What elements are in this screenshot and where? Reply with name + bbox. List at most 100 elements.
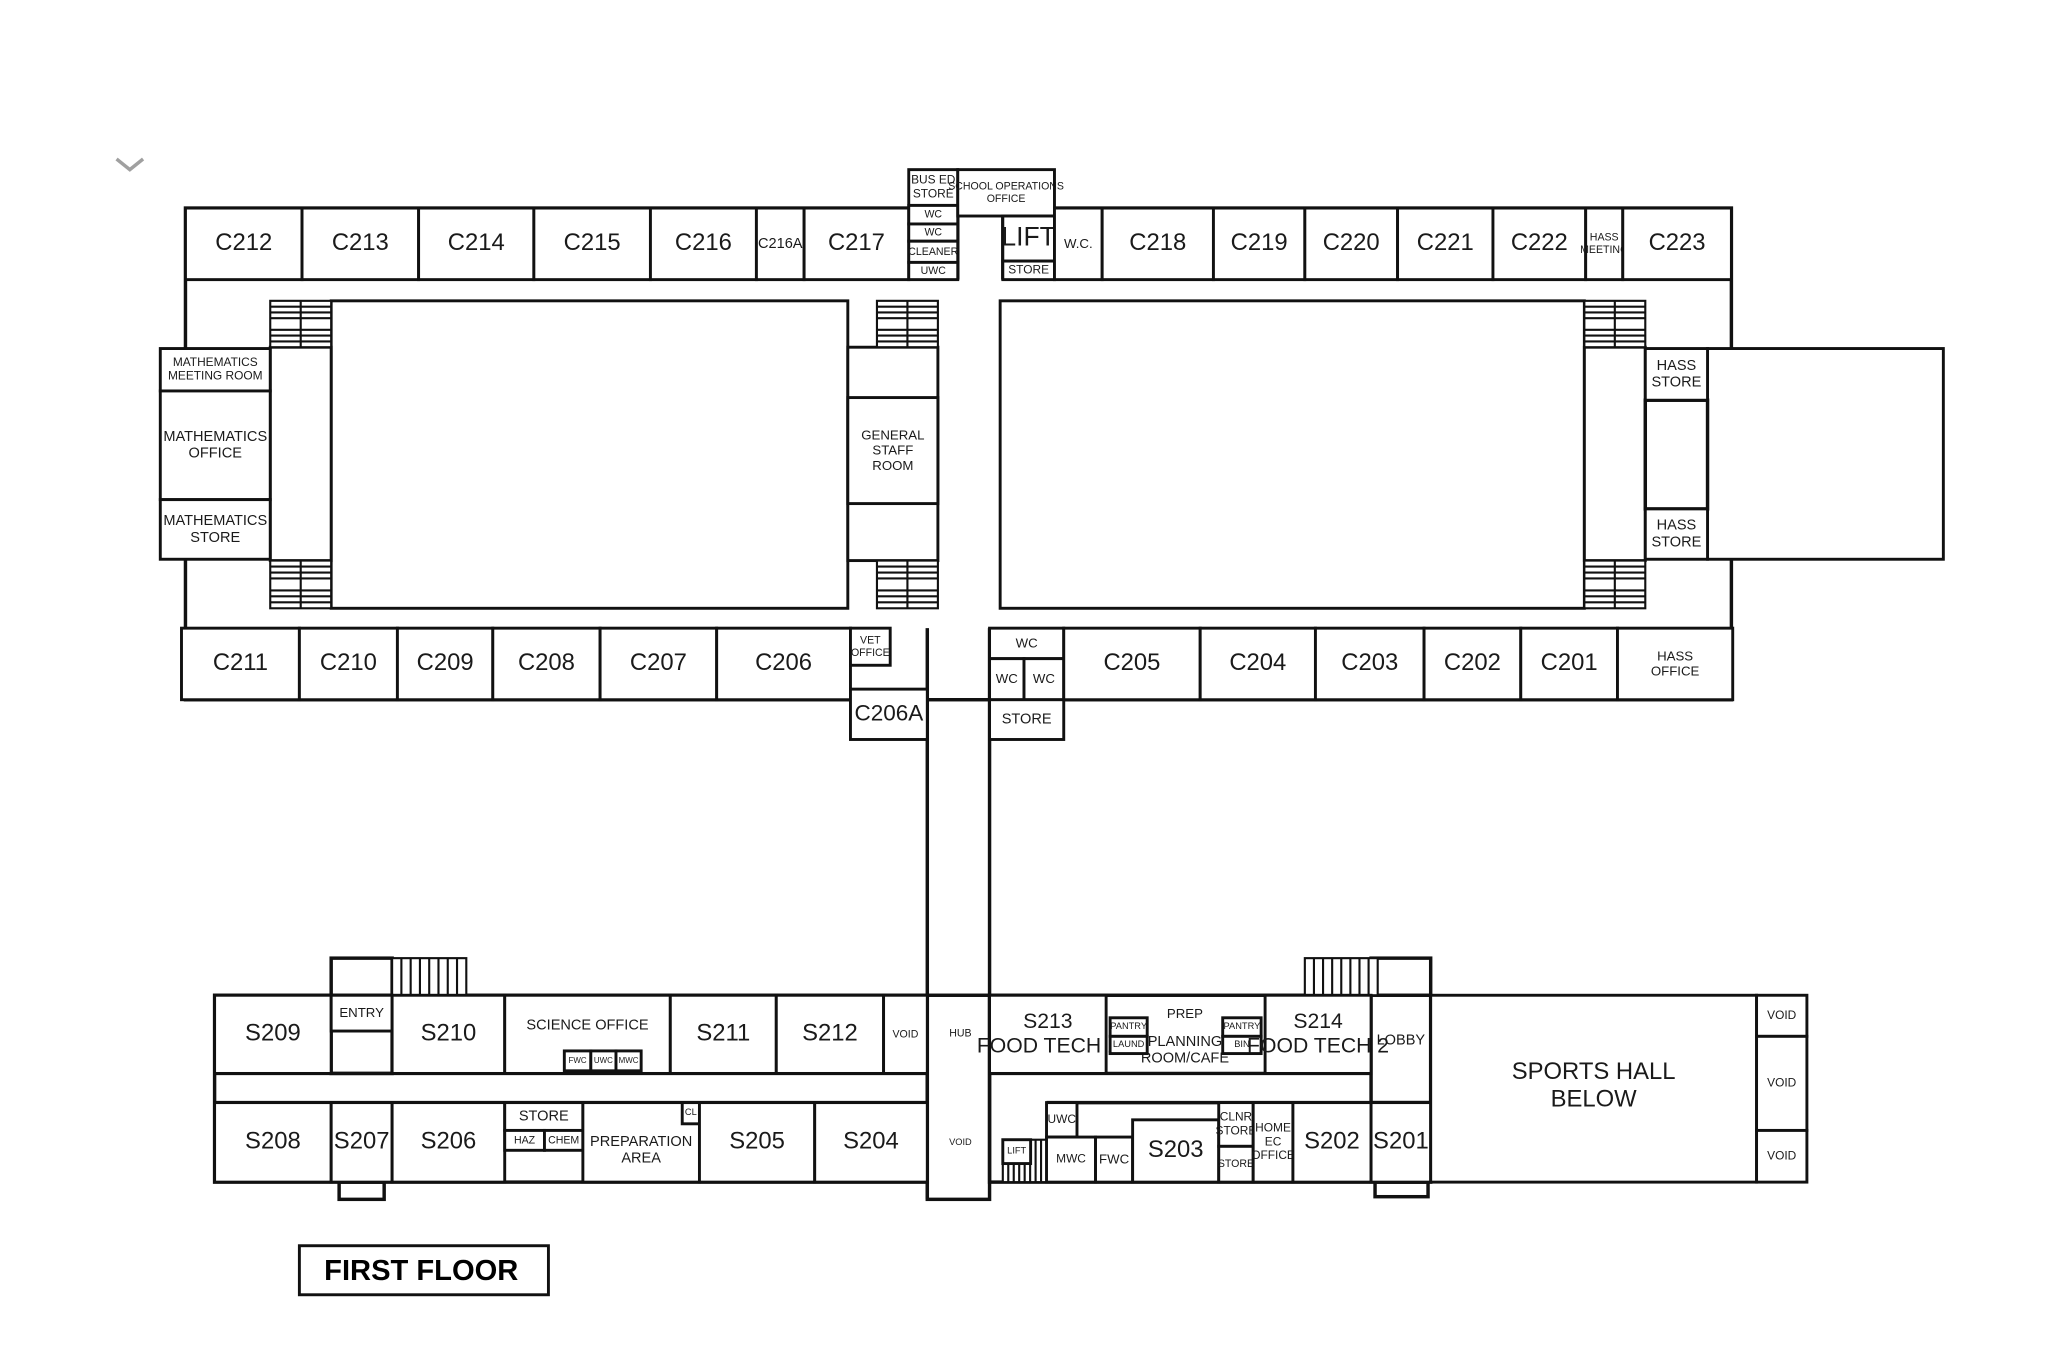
room-outline [956,168,1056,218]
room-label: STORE [1008,263,1049,277]
label-void-hub: VOID [949,1137,972,1147]
room-cl: CL [680,1101,701,1126]
room-label: S208 [245,1128,301,1155]
room-outline [614,1049,643,1073]
room-label: C212 [215,229,272,256]
room-outline [849,626,892,667]
room-pantry-1: PANTRY [1108,1016,1149,1038]
room-wc-e: WC [1022,657,1066,702]
room-lift-store: STORE [1001,259,1056,282]
room-c206a: C206A [849,687,929,741]
room-outline [1001,1138,1033,1166]
room-label: S201 [1373,1128,1429,1155]
room-label: C220 [1323,229,1380,256]
room-label: S209 [245,1020,301,1047]
room-outline [1643,507,1710,561]
room-lift: LIFT [1001,214,1056,263]
room-outline [1263,993,1373,1075]
room-mwc: MWC [1045,1135,1097,1184]
room-c203: C203 [1313,626,1426,702]
room-label: LAUND [1113,1039,1145,1049]
room-entry: ENTRY [329,993,394,1033]
room-label: S212 [802,1020,858,1047]
room-uwc-top: UWC [907,260,960,282]
room-outline [1616,626,1735,702]
room-outline [648,206,758,282]
room-label: C203 [1341,649,1398,676]
chevron-down-icon [115,157,145,172]
room-c205: C205 [1062,626,1202,702]
room-label: S206 [421,1128,477,1155]
room-c218: C218 [1100,206,1215,282]
room-outline [1643,347,1710,402]
courtyard-left [329,299,850,610]
room-outline [715,626,852,702]
room-label: C216 [675,229,732,256]
room-c217: C217 [802,206,911,282]
room-outline [1519,626,1619,702]
room-store-s: STORE [1217,1144,1255,1184]
room-label: WC [1033,671,1055,686]
floor-label-box: FIRST FLOOR [297,1244,550,1297]
room-outline [491,626,602,702]
room-label: C207 [630,649,687,676]
room-outline [417,206,536,282]
room-outline [213,993,333,1075]
room-wc-top: W.C. [1053,206,1104,282]
room-void-3: VOID [1755,1128,1809,1184]
room-label: C219 [1231,229,1288,256]
room-outline [1755,1128,1809,1184]
room-c204: C204 [1198,626,1317,702]
room-outline [988,698,1066,741]
room-outline [1422,626,1523,702]
room-c216: C216 [648,206,758,282]
room-fwc-sci: FWC [562,1049,593,1073]
room-label: LOBBY [1377,1032,1426,1048]
room-c221: C221 [1396,206,1495,282]
room-store-mid: STORE [988,698,1066,741]
room-label: C215 [564,229,621,256]
room-c213: C213 [300,206,421,282]
room-outline [1621,206,1733,282]
room-void-1: VOID [1755,993,1809,1038]
room-label: MWC [619,1056,639,1065]
room-outline [158,498,272,561]
room-outline [158,389,272,502]
room-label: CL [685,1108,697,1118]
room-label: BIN [1234,1039,1249,1049]
room-label: W.C. [1064,235,1093,250]
room-s211: S211 [668,993,778,1075]
room-label: FWC [569,1056,587,1065]
room-c210: C210 [297,626,399,702]
room-label: VOID [1767,1008,1797,1022]
room-label: C205 [1103,649,1160,676]
room-cleaner: CLEANER [907,239,960,264]
room-label: WC [924,226,942,238]
room-label: C206A [854,700,923,725]
room-c222: C222 [1491,206,1588,282]
room-outline [988,993,1108,1075]
room-s202: S202 [1291,1101,1373,1184]
room-label: WC [924,208,942,220]
room-label: MWC [1056,1152,1086,1166]
room-label: C202 [1444,649,1501,676]
room-outline [1131,1118,1221,1184]
room-label: C211 [213,649,268,676]
